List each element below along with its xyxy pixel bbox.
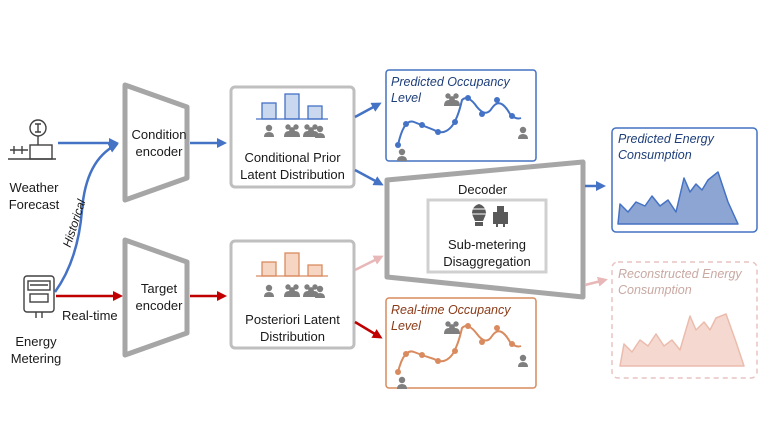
target-encoder-label: Target encoder: [135, 281, 183, 313]
predicted-energy-area: [617, 171, 739, 225]
predicted-occupancy-title: Predicted Occupancy Level: [391, 75, 510, 105]
posterior-to-decoder-arrow: [354, 255, 384, 272]
realtime-occupancy-points: [395, 323, 515, 375]
realtime-occupancy-panel: [385, 297, 537, 389]
appliance-icon: [493, 206, 508, 227]
energy-metering-label: Energy Metering: [10, 334, 62, 366]
prior-to-decoder-arrow: [354, 168, 384, 186]
decoder-to-reconstructed-energy-arrow: [584, 276, 608, 287]
realtime-occupancy-title: Real-time Occupancy Level: [391, 303, 511, 333]
prior-histogram: [256, 93, 328, 120]
predicted-occupancy-points: [395, 95, 515, 148]
weather-label: Weather Forecast: [8, 180, 60, 212]
posterior-histogram: [256, 252, 328, 277]
energy-meter-icon: [23, 275, 55, 318]
prior-latent-label: Conditional Prior Latent Distribution: [240, 150, 345, 182]
lightbulb-icon: [471, 204, 487, 226]
target-encoder-shape: [122, 237, 190, 358]
reconstructed-energy-title: Reconstructed Energy Consumption: [618, 267, 742, 297]
sub-metering-box: [426, 198, 548, 274]
predicted-occupancy-panel: [385, 69, 537, 162]
posterior-latent-label: Posteriori Latent Distribution: [245, 312, 340, 344]
condition-encoder-label: Condition encoder: [131, 127, 187, 159]
condition-encoder-shape: [122, 82, 190, 203]
historical-arrow: [53, 143, 119, 293]
realtime-label: Real-time: [62, 308, 118, 323]
weather-station-icon: [8, 119, 56, 160]
predicted-energy-title: Predicted Energy Consumption: [618, 132, 714, 162]
reconstructed-energy-area: [619, 313, 745, 367]
sub-metering-label: Sub-metering Disaggregation: [443, 237, 531, 269]
prior-to-occupancy-arrow: [354, 102, 382, 119]
posterior-to-occupancy-arrow: [354, 320, 383, 339]
decoder-title: Decoder: [458, 182, 508, 197]
